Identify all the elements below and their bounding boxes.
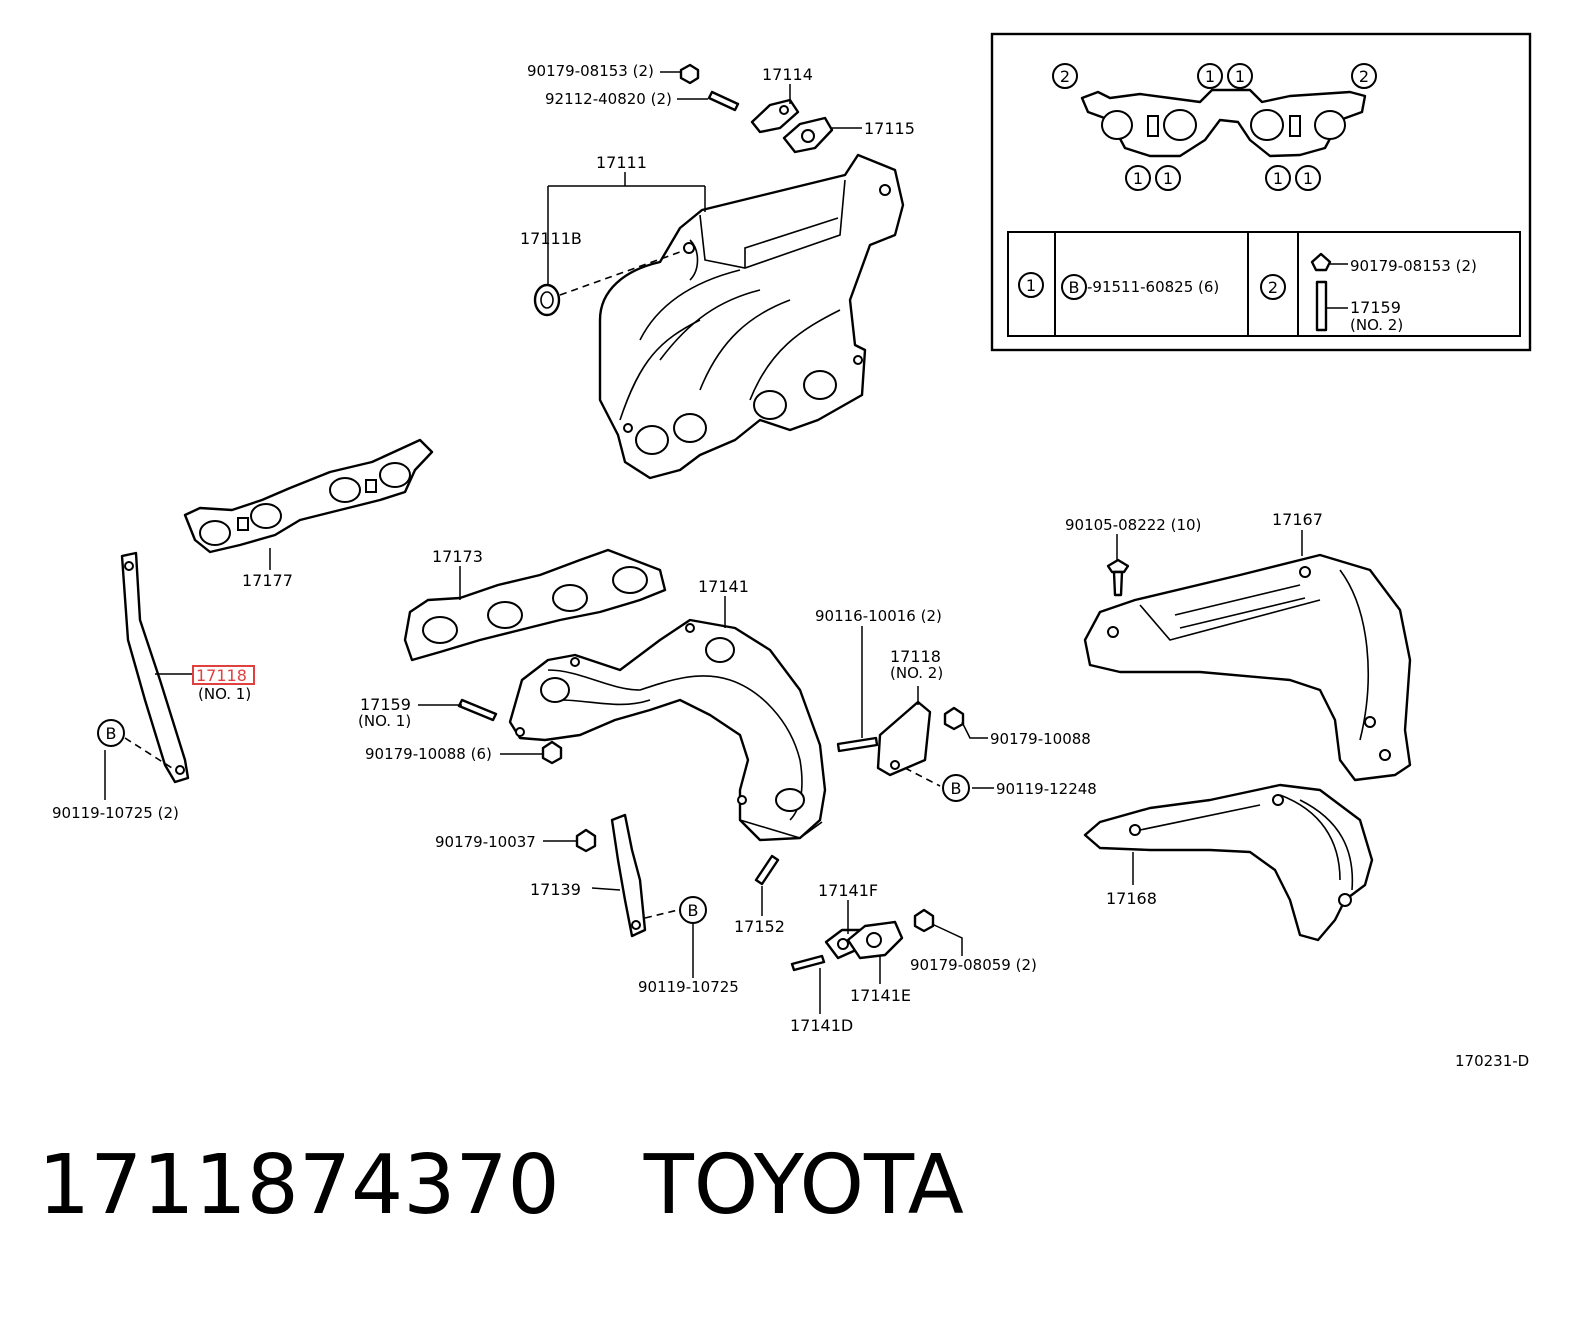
oring-17111B [533, 283, 561, 317]
inset-marker-1-f: 1 [1303, 169, 1313, 188]
footer-brand: TOYOTA [643, 1138, 964, 1233]
highlight-box-17118 [192, 665, 255, 685]
stay-17118-no1 [120, 551, 190, 784]
table-marker-1: 1 [1026, 276, 1036, 295]
stud-90116-10016 [836, 736, 879, 753]
label-17111B: 17111B [520, 229, 582, 248]
label-90116-10016: 90116-10016 (2) [815, 607, 942, 625]
footer-part-number: 1711874370 [38, 1138, 560, 1233]
b-marker-left [97, 719, 125, 747]
label-17167: 17167 [1272, 510, 1323, 529]
nut-90179-10088 [943, 706, 965, 731]
label-90179-08059: 90179-08059 (2) [910, 956, 1037, 974]
label-17118-highlighted: 17118 [196, 666, 247, 685]
table-nut-icon [1310, 252, 1332, 272]
flange-17114 [750, 98, 800, 134]
stud-17159 [457, 698, 498, 722]
table-part-91511: -91511-60825 (6) [1087, 278, 1219, 296]
label-90179-10088-6: 90179-10088 (6) [365, 745, 492, 763]
heat-insulator-17167 [1083, 553, 1412, 782]
nut-90179-10037 [575, 828, 597, 853]
label-17141: 17141 [698, 577, 749, 596]
inset-circle-markers: 2 1 1 2 1 1 1 1 [1052, 63, 1377, 191]
label-17168: 17168 [1106, 889, 1157, 908]
inset-marker-1-e: 1 [1273, 169, 1283, 188]
nut-90179-08153 [679, 63, 700, 85]
label-90119-10725-2: 90119-10725 (2) [52, 804, 179, 822]
table-part-90179-08153: 90179-08153 (2) [1350, 257, 1477, 275]
label-no1-b: (NO. 1) [358, 712, 411, 730]
label-17152: 17152 [734, 917, 785, 936]
label-17159: 17159 [360, 695, 411, 714]
inset-marker-1-d: 1 [1163, 169, 1173, 188]
label-90179-10037: 90179-10037 [435, 833, 536, 851]
inset-marker-1-a: 1 [1205, 67, 1215, 86]
inset-box: 2 1 1 2 1 1 1 1 1 B -91511-60825 ( [990, 32, 1532, 352]
stud-17152 [754, 854, 780, 886]
label-90179-08153: 90179-08153 (2) [527, 62, 654, 80]
label-90105-08222: 90105-08222 (10) [1065, 516, 1201, 534]
stud-92112-40820 [707, 90, 740, 112]
label-17115: 17115 [864, 119, 915, 138]
leader-lines [104, 71, 1303, 1014]
intake-manifold-17111 [598, 153, 905, 480]
nut-90179-10088-6 [541, 740, 563, 765]
label-17173: 17173 [432, 547, 483, 566]
label-17141D: 17141D [790, 1016, 853, 1035]
label-17141E: 17141E [850, 986, 911, 1005]
table-marker-2: 2 [1268, 278, 1278, 297]
label-17118-no2: 17118 [890, 647, 941, 666]
diagram-code: 170231-D [1455, 1052, 1529, 1070]
label-no1-a: (NO. 1) [198, 685, 251, 703]
plate-17141E [846, 920, 904, 960]
part-labels: 90179-08153 (2) 92112-40820 (2) 17114 17… [52, 62, 1529, 1070]
inset-marker-2-b: 2 [1359, 67, 1369, 86]
label-17177: 17177 [242, 571, 293, 590]
nut-90179-08059 [913, 908, 935, 933]
inset-gasket [1080, 88, 1367, 158]
label-17139: 17139 [530, 880, 581, 899]
b-marker-left-text: B [106, 724, 117, 743]
b-marker-mid-text: B [951, 779, 962, 798]
label-17111: 17111 [596, 153, 647, 172]
b-marker-low-text: B [688, 901, 699, 920]
label-no2-a: (NO. 2) [890, 664, 943, 682]
label-17141F: 17141F [818, 881, 878, 900]
gasket-17177 [183, 438, 434, 554]
stay-17118-no2 [876, 700, 932, 777]
table-b-marker: B [1069, 278, 1080, 297]
label-90119-12248: 90119-12248 [996, 780, 1097, 798]
table-part-no2: (NO. 2) [1350, 316, 1403, 334]
table-part-17159: 17159 [1350, 298, 1401, 317]
stud-17141D [790, 954, 826, 972]
callout-b-markers: B B B [97, 719, 970, 924]
exhaust-manifold-17141 [508, 618, 827, 842]
gasket-17115 [782, 116, 834, 154]
inset-marker-1-b: 1 [1235, 67, 1245, 86]
gasket-17173 [403, 548, 667, 662]
inset-table: 1 B -91511-60825 (6) 2 90179-08153 (2) 1… [1007, 231, 1521, 337]
label-17114: 17114 [762, 65, 813, 84]
bolt-90105-08222 [1106, 558, 1130, 597]
b-marker-mid [942, 774, 970, 802]
label-90119-10725: 90119-10725 [638, 978, 739, 996]
label-92112-40820: 92112-40820 (2) [545, 90, 672, 108]
label-90179-10088: 90179-10088 [990, 730, 1091, 748]
footer-caption: 1711874370 TOYOTA [38, 1138, 964, 1233]
inset-marker-2-a: 2 [1060, 67, 1070, 86]
b-marker-low [679, 896, 707, 924]
inset-marker-1-c: 1 [1133, 169, 1143, 188]
table-stud-icon [1315, 280, 1328, 332]
heat-insulator-17168 [1083, 783, 1374, 942]
bracket-17139 [610, 813, 647, 938]
